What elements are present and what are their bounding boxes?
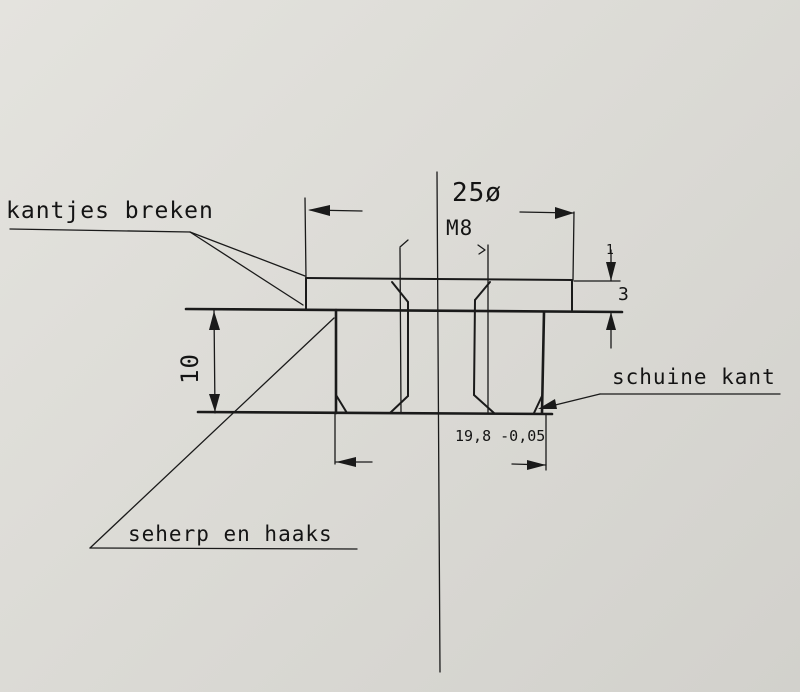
diameter-value: 25ø: [452, 178, 502, 208]
shaft-diameter-dimension: [334, 413, 547, 471]
chamfer-left: [335, 394, 348, 414]
chamfer-right: [533, 395, 543, 414]
flange: [184, 277, 624, 314]
leader-sharp-square: [89, 317, 358, 550]
shaft-bottom-line: [196, 410, 554, 416]
thread-bore: [389, 239, 495, 414]
leader-chamfer: [538, 393, 781, 409]
tick-one-value: 1: [606, 243, 615, 258]
center-line: [436, 171, 441, 673]
height-value: 10: [176, 353, 204, 384]
leader-chamfer-edges: [9, 228, 306, 306]
label-chamfer: schuine kant: [612, 365, 776, 389]
height-dimension: [209, 309, 220, 414]
label-chamfer-edges: kantjes breken: [6, 198, 214, 224]
flange-thickness-value: 3: [618, 284, 630, 305]
thickness-dimension: [573, 249, 621, 349]
shaft-body: [196, 308, 554, 416]
label-sharp-square: seherp en haaks: [128, 522, 333, 546]
diameter-dimension: [304, 197, 575, 281]
flange-bottom-line: [184, 307, 624, 314]
thread-value: M8: [446, 216, 474, 240]
shaft-diameter-value: 19,8 -0,05: [455, 427, 546, 445]
